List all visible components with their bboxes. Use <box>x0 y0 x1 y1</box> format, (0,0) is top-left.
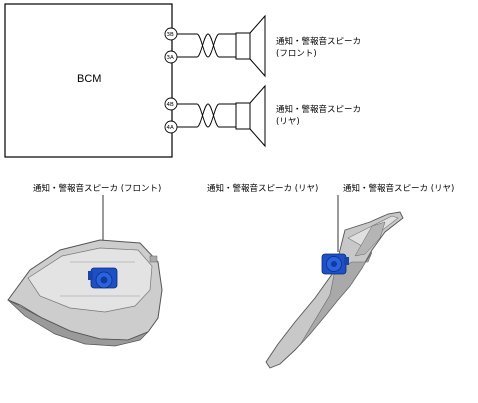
pin-3a-label: 3A <box>167 55 174 61</box>
dash-panel-edge <box>7 299 149 347</box>
bcm-module: BCM <box>4 3 173 158</box>
bcm-label: BCM <box>77 73 101 85</box>
rear-speaker-label-line2: (リヤ) <box>276 117 300 127</box>
pin-3b-label: 3B <box>167 32 174 38</box>
front-speaker-label-line1: 通知・警報音スピーカ <box>276 36 361 47</box>
pin-4a-label: 4A <box>167 125 174 131</box>
rear-twisted-wire <box>177 103 236 128</box>
rear-speaker-location-illustration <box>265 195 404 369</box>
front-speaker-icon <box>235 14 266 78</box>
front-speaker-part <box>88 267 118 289</box>
front-speaker-location-illustration <box>7 195 163 347</box>
rear-speaker-icon <box>235 84 266 148</box>
rear-speaker-callout-2: 通知・警報音スピーカ (リヤ) <box>343 183 454 194</box>
front-speaker-label-line2: (フロント) <box>276 49 317 59</box>
rear-speaker-circuit: 4B 4A 通知・警報音スピーカ (リヤ) <box>164 84 361 148</box>
front-speaker-circuit: 3B 3A 通知・警報音スピーカ (フロント) <box>164 14 361 78</box>
front-twisted-wire <box>177 33 236 58</box>
front-speaker-callout: 通知・警報音スピーカ (フロント) <box>33 183 161 194</box>
rear-speaker-callout-1: 通知・警報音スピーカ (リヤ) <box>207 183 318 194</box>
pin-4b-label: 4B <box>167 102 174 108</box>
rear-speaker-part <box>321 253 349 275</box>
rear-speaker-label-line1: 通知・警報音スピーカ <box>276 104 361 115</box>
